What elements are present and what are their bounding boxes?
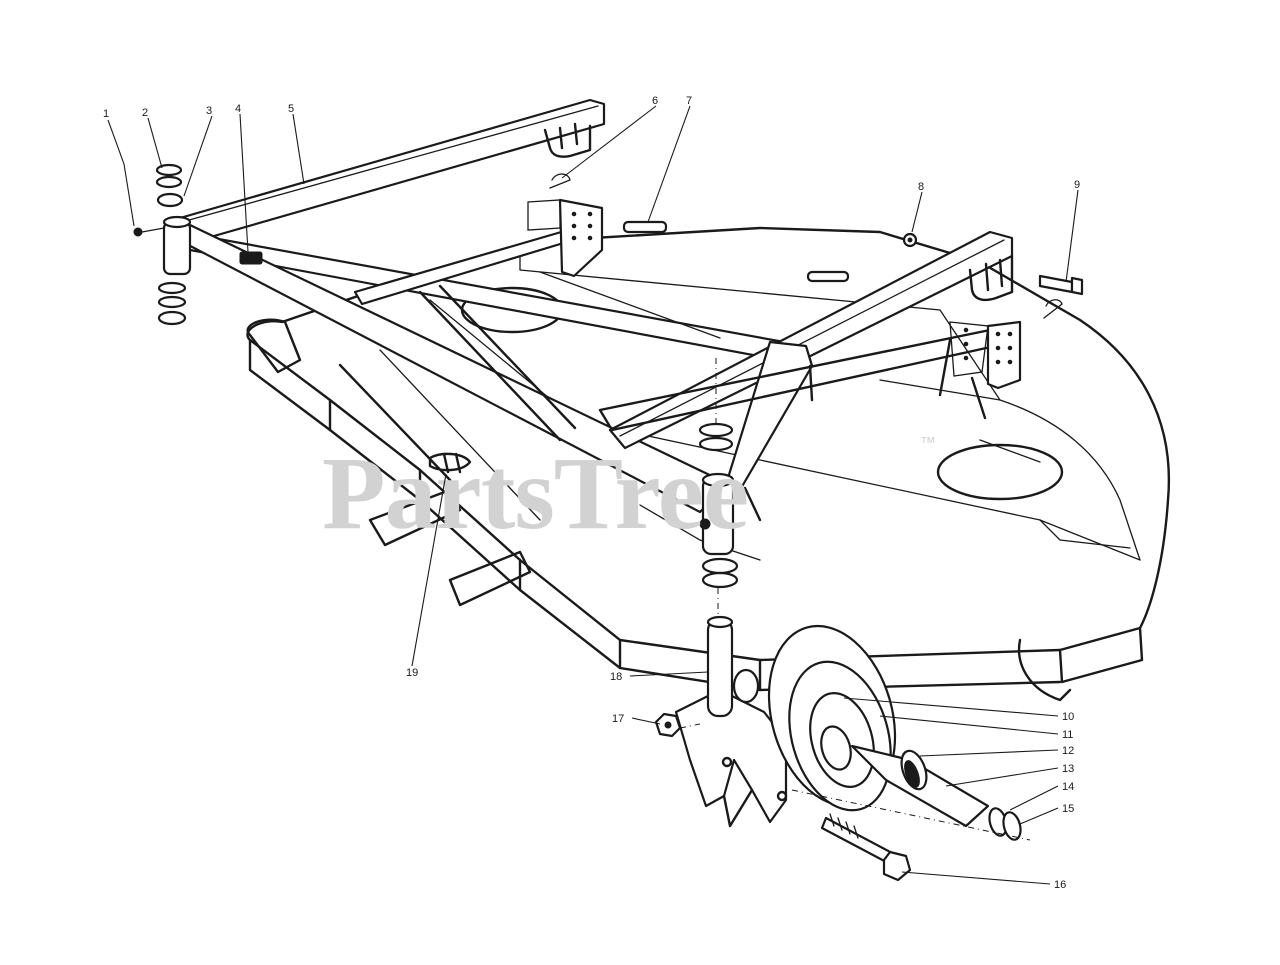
callout-18: 18 bbox=[610, 671, 622, 683]
watermark-trademark: ™ bbox=[920, 435, 936, 452]
callout-4: 4 bbox=[235, 103, 241, 115]
mounting-plates bbox=[527, 173, 1084, 420]
callout-7: 7 bbox=[686, 95, 692, 107]
hair-pin-clip bbox=[428, 452, 472, 474]
callout-labels: 1 2 3 4 5 6 7 8 9 10 11 12 13 14 15 16 1… bbox=[103, 95, 1080, 891]
leader-lines bbox=[107, 105, 1079, 885]
callout-16: 16 bbox=[1054, 879, 1066, 891]
callout-11: 11 bbox=[1062, 729, 1073, 741]
gauge-wheel-assembly bbox=[654, 615, 1031, 882]
callout-12: 12 bbox=[1062, 745, 1074, 757]
callout-2: 2 bbox=[142, 107, 148, 119]
callout-14: 14 bbox=[1062, 781, 1074, 793]
watermark-text: PartsTree bbox=[322, 436, 748, 551]
callout-6: 6 bbox=[652, 95, 658, 107]
callout-10: 10 bbox=[1062, 711, 1074, 723]
callout-15: 15 bbox=[1062, 803, 1074, 815]
callout-3: 3 bbox=[206, 105, 212, 117]
callout-8: 8 bbox=[918, 181, 924, 193]
watermark: PartsTree ™ bbox=[322, 435, 936, 551]
left-pivot-assembly bbox=[133, 163, 263, 326]
callout-13: 13 bbox=[1062, 763, 1074, 775]
hitch-frame bbox=[173, 98, 1014, 522]
callout-17: 17 bbox=[612, 713, 624, 725]
callout-19: 19 bbox=[406, 667, 418, 679]
center-pivot-assembly bbox=[698, 358, 739, 616]
callout-5: 5 bbox=[288, 103, 294, 115]
callout-1: 1 bbox=[103, 108, 109, 120]
callout-9: 9 bbox=[1074, 179, 1080, 191]
